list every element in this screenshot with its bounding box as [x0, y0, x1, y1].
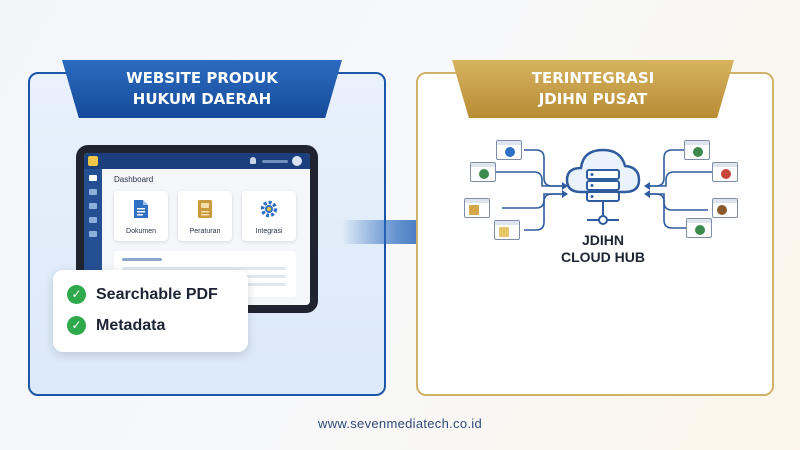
- card-dokumen: Dokumen: [114, 191, 168, 241]
- dashboard-screen: Dashboard Dokumen Peraturan: [84, 153, 310, 305]
- user-name-placeholder: [262, 160, 288, 163]
- regional-website-icon: [686, 218, 712, 238]
- gear-icon: [260, 200, 278, 218]
- regional-website-icon: [684, 140, 710, 160]
- feature-item: ✓ Metadata: [67, 316, 165, 335]
- feature-label: Searchable PDF: [96, 285, 218, 303]
- dashboard-topbar: [84, 153, 310, 169]
- card-peraturan: Peraturan: [178, 191, 232, 241]
- app-logo: [88, 156, 98, 166]
- hub-label-line1: JDIHN: [581, 232, 624, 248]
- regulation-folder-icon: [198, 200, 212, 218]
- regional-website-icon: [494, 220, 520, 240]
- check-icon: ✓: [67, 285, 86, 304]
- card-label: Dokumen: [126, 228, 156, 235]
- document-icon: [134, 200, 148, 218]
- card-integrasi: Integrasi: [242, 191, 296, 241]
- hub-label-line2: CLOUD HUB: [561, 249, 645, 265]
- grid-icon: [89, 189, 97, 195]
- dashboard-title: Dashboard: [114, 175, 154, 184]
- footer-url[interactable]: www.sevenmediatech.co.id: [318, 416, 482, 431]
- left-title-line1: WEBSITE PRODUK: [126, 69, 278, 87]
- feature-item: ✓ Searchable PDF: [67, 285, 218, 304]
- check-icon: ✓: [67, 316, 86, 335]
- right-panel: [416, 72, 774, 396]
- regional-website-icon: [496, 140, 522, 160]
- feature-checklist: ✓ Searchable PDF ✓ Metadata: [53, 270, 248, 352]
- regional-website-icon: [712, 162, 738, 182]
- right-title-line2: JDIHN PUSAT: [538, 90, 648, 108]
- feature-label: Metadata: [96, 316, 166, 334]
- left-panel-title: WEBSITE PRODUK HUKUM DAERAH: [62, 60, 342, 118]
- regional-website-icon: [464, 198, 490, 218]
- card-label: Integrasi: [255, 228, 283, 235]
- right-panel-title: TERINTEGRASI JDIHN PUSAT: [452, 60, 734, 118]
- home-icon: [89, 175, 97, 181]
- settings-icon: [89, 217, 97, 223]
- regional-website-icon: [470, 162, 496, 182]
- card-label: Peraturan: [189, 228, 221, 235]
- connection-lines: [496, 149, 712, 231]
- users-icon: [89, 231, 97, 237]
- bell-icon: [250, 157, 256, 164]
- right-title-line1: TERINTEGRASI: [531, 69, 655, 87]
- regional-website-icon: [712, 198, 738, 218]
- cloud-server-icon: [565, 148, 641, 225]
- avatar: [292, 156, 302, 166]
- left-title-line2: HUKUM DAERAH: [132, 90, 272, 108]
- list-icon: [89, 203, 97, 209]
- hub-label: JDIHN CLOUD HUB: [538, 232, 668, 266]
